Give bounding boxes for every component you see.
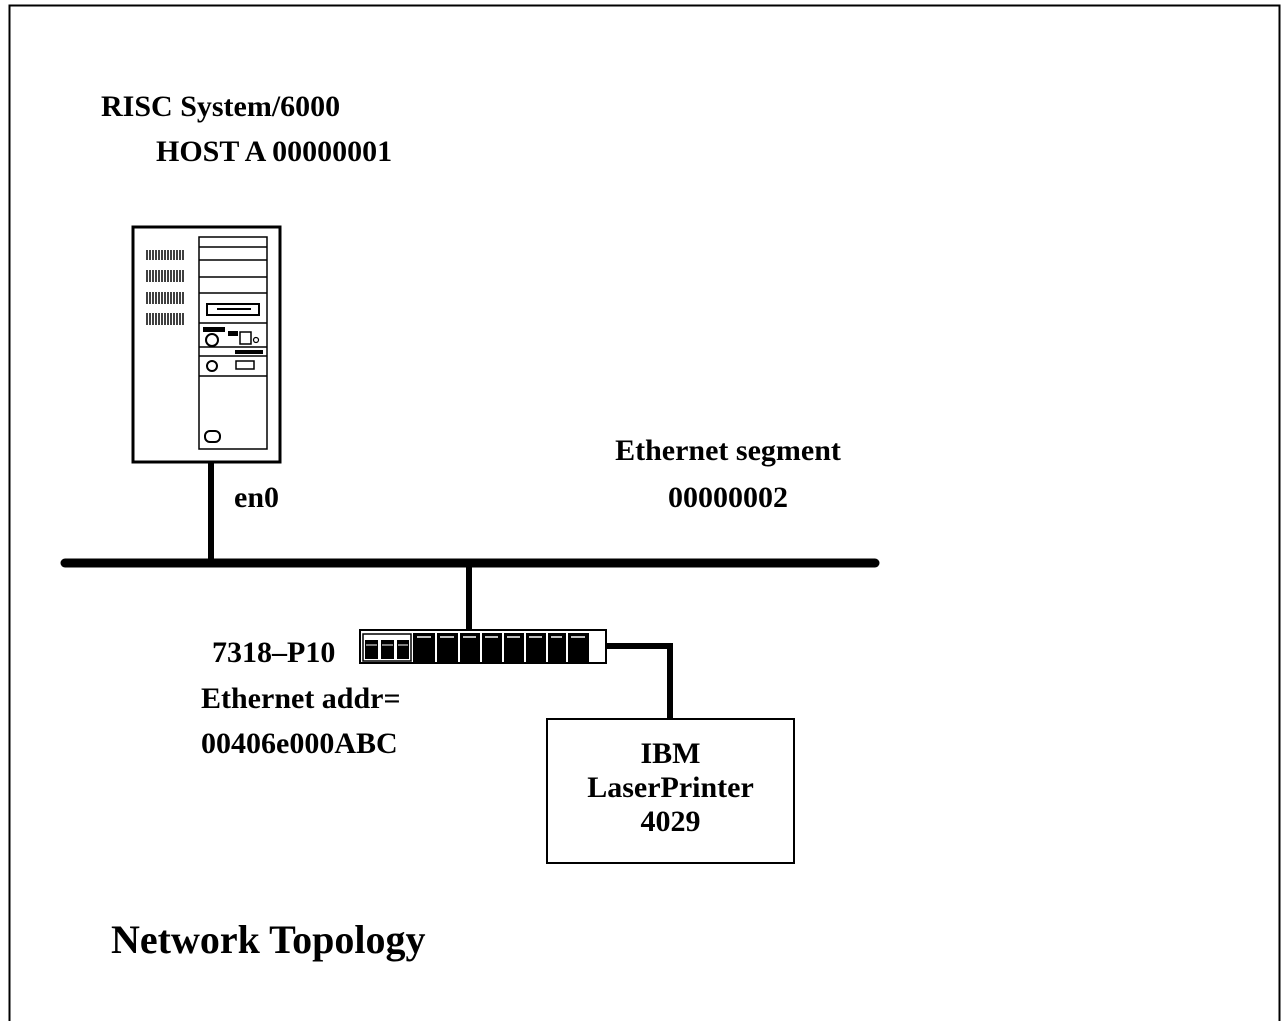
diagram-caption: Network Topology	[111, 917, 426, 962]
page-border	[8, 4, 1281, 1021]
host-model-label: RISC System/6000	[101, 90, 341, 123]
printer-label-line1: IBM	[640, 737, 701, 770]
ethernet-segment-id: 00000002	[668, 481, 788, 514]
print-server-model-label: 7318–P10	[212, 636, 336, 669]
printer-label-line2: LaserPrinter	[587, 771, 754, 804]
host-name-label: HOST A 00000001	[156, 135, 393, 168]
ethernet-segment-label: Ethernet segment	[615, 434, 841, 467]
server-tower-icon	[131, 225, 282, 464]
ethernet-addr-value: 00406e000ABC	[201, 727, 398, 760]
printer-box	[546, 718, 795, 864]
ethernet-addr-label: Ethernet addr=	[201, 682, 401, 715]
interface-label: en0	[234, 481, 279, 514]
printer-label-line3: 4029	[640, 805, 701, 838]
print-server-icon	[359, 629, 607, 664]
printer-cable-line	[606, 643, 673, 719]
